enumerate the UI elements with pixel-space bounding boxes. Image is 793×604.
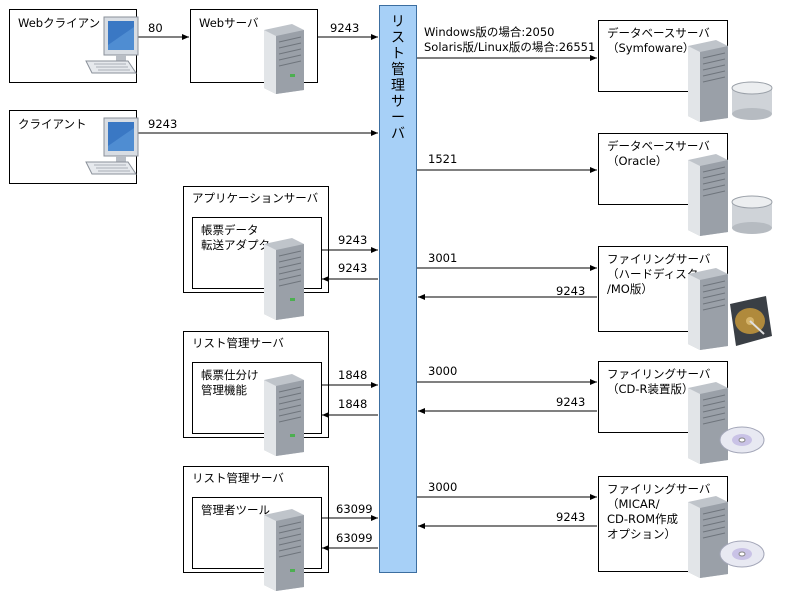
port-web-server: 9243: [330, 21, 360, 35]
port-filing-hd-in: 9243: [556, 284, 586, 298]
database-server-icon: [688, 40, 773, 122]
list-server-1-title: リスト管理サーバ: [192, 336, 284, 350]
web-client-label: Webクライアント: [18, 16, 112, 30]
port-note-symfoware: Windows版の場合:2050 Solaris版/Linux版の場合:2655…: [424, 25, 596, 54]
port-filing-micar-out: 3000: [428, 480, 458, 494]
port-client: 9243: [148, 117, 178, 131]
port-app-out: 9243: [338, 233, 368, 247]
client-label: クライアント: [18, 117, 87, 131]
port-app-in: 9243: [338, 261, 368, 275]
port-filing-micar-in: 9243: [556, 510, 586, 524]
app-server-inner-label: 帳票データ 転送アダプタ: [201, 223, 270, 252]
database-server-icon: [688, 154, 773, 236]
server-icon: [264, 374, 304, 456]
cd-server-icon: [688, 382, 765, 464]
server-icon: [264, 24, 304, 94]
server-icon: [264, 509, 304, 591]
port-filing-cdr-out: 3000: [428, 364, 458, 378]
filing-cdr-label: ファイリングサーバ （CD-R装置版）: [607, 367, 711, 396]
list-server-2-title: リスト管理サーバ: [192, 471, 284, 485]
server-icon: [264, 238, 304, 320]
list-server-2-box: リスト管理サーバ 管理者ツール: [183, 466, 329, 573]
db-oracle-box: データベースサーバ （Oracle）: [598, 133, 728, 205]
port-list2-out: 63099: [336, 502, 373, 516]
port-oracle: 1521: [428, 152, 458, 166]
db-oracle-label: データベースサーバ （Oracle）: [607, 139, 710, 168]
filing-micar-label: ファイリングサーバ （MICAR/ CD-ROM作成 オプション）: [607, 482, 711, 541]
list-server-1-box: リスト管理サーバ 帳票仕分け 管理機能: [183, 331, 329, 438]
hard-disk-server-icon: [688, 268, 772, 350]
web-server-label: Webサーバ: [199, 16, 259, 30]
computer-icon: [85, 16, 139, 74]
cd-server-icon: [688, 496, 765, 578]
list-manager-server-bar: リ ス ト 管 理 サ ー バ: [379, 5, 417, 573]
list-manager-server-label: リ ス ト 管 理 サ ー バ: [391, 14, 405, 142]
app-server-title: アプリケーションサーバ: [192, 191, 319, 205]
filing-micar-box: ファイリングサーバ （MICAR/ CD-ROM作成 オプション）: [598, 476, 728, 572]
computer-icon: [85, 117, 139, 175]
port-list1-in: 1848: [338, 397, 368, 411]
port-web-client: 80: [148, 21, 163, 35]
list-server-2-inner-label: 管理者ツール: [201, 503, 270, 517]
list-server-1-inner-label: 帳票仕分け 管理機能: [201, 368, 259, 397]
port-filing-cdr-in: 9243: [556, 395, 586, 409]
db-symfoware-label: データベースサーバ （Symfoware）: [607, 26, 710, 55]
port-filing-hd-out: 3001: [428, 251, 458, 265]
port-list1-out: 1848: [338, 368, 368, 382]
filing-hd-label: ファイリングサーバ （ハードディスク /MO版）: [607, 252, 711, 296]
port-list2-in: 63099: [336, 531, 373, 545]
